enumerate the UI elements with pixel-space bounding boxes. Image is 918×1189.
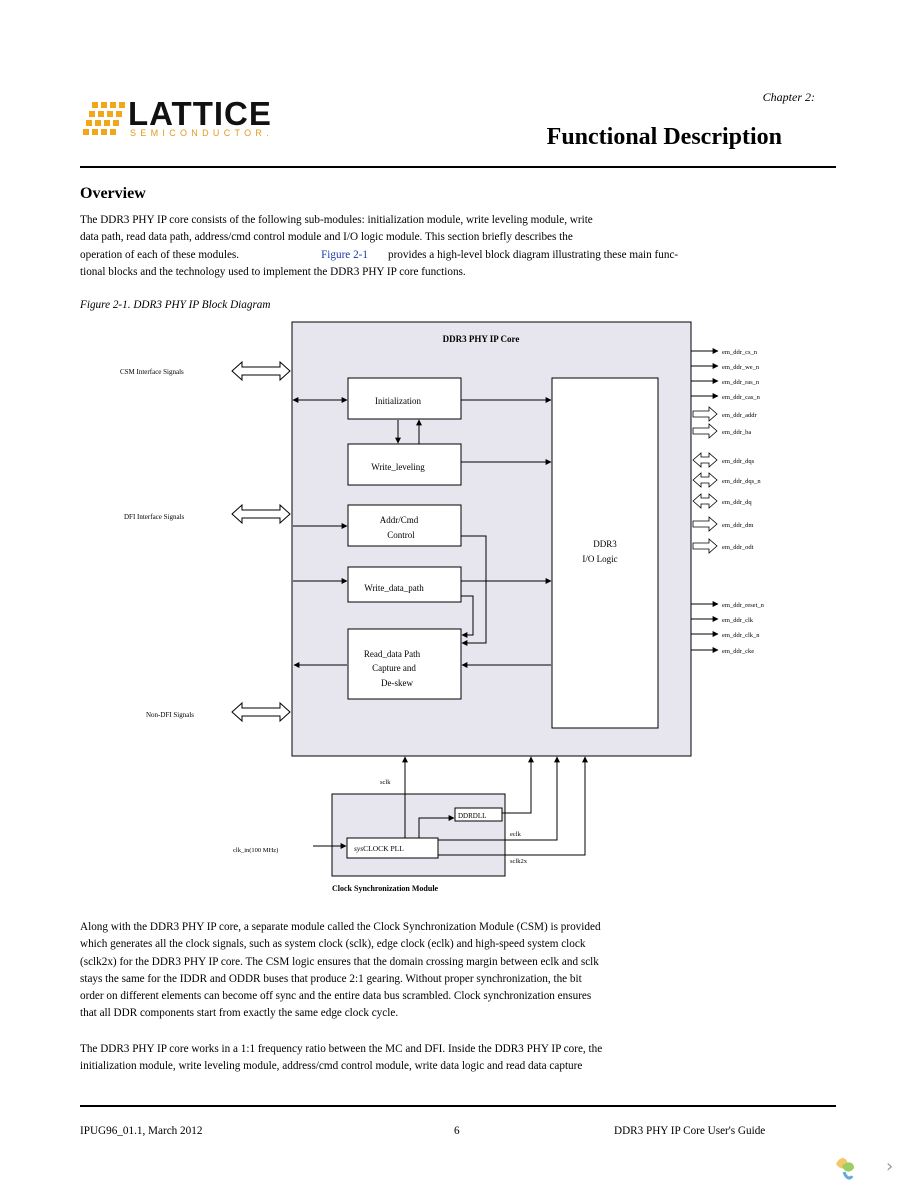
paragraph-line: order on different elements can become o… <box>80 990 592 1003</box>
csm-interface-label: CSM Interface Signals <box>120 368 184 376</box>
pll-block <box>346 837 439 859</box>
page-title: Functional Description <box>546 124 782 150</box>
csm-paragraph: Along with the DDR3 PHY IP core, a separ… <box>80 919 720 1023</box>
output-signal: em_ddr_odt <box>722 544 754 551</box>
output-signal: em_ddr_clk_n <box>722 632 760 639</box>
ddrdll-label: DDRDLL <box>458 812 486 820</box>
interface-arrows <box>231 360 291 723</box>
paragraph-line: that all DDR components start from exact… <box>80 1007 399 1020</box>
section-heading: Overview <box>80 185 146 202</box>
write-leveling-label: Write_leveling <box>371 462 425 472</box>
output-signal: em_ddr_dm <box>722 522 753 529</box>
figure-caption: Figure 2-1. DDR3 PHY IP Block Diagram <box>80 299 271 311</box>
read-data-path-label: Read_data Path <box>364 649 421 659</box>
write-data-path-block <box>347 566 462 603</box>
lattice-logo-mark <box>82 102 126 136</box>
dfi-interface-label: DFI Interface Signals <box>124 513 185 521</box>
ratio-paragraph: The DDR3 PHY IP core works in a 1:1 freq… <box>80 1041 720 1076</box>
header-rule <box>80 166 836 168</box>
page-number: 6 <box>454 1125 460 1137</box>
output-signal: em_ddr_dq <box>722 499 752 506</box>
sclk-label: sclk <box>380 779 391 786</box>
output-signal: em_ddr_cas_n <box>722 394 761 401</box>
paragraph-line: Along with the DDR3 PHY IP core, a separ… <box>80 921 601 933</box>
output-signal: em_ddr_ba <box>722 429 751 436</box>
footer-doc-title: DDR3 PHY IP Core User's Guide <box>614 1125 766 1137</box>
addr-cmd-label: Addr/Cmd <box>380 515 419 525</box>
footer-doc-id: IPUG96_01.1, March 2012 <box>80 1125 203 1137</box>
paragraph-line: The DDR3 PHY IP core works in a 1:1 freq… <box>80 1043 603 1055</box>
intro-text: operation of each of these modules. <box>80 248 240 261</box>
output-signal: em_ddr_we_n <box>722 364 760 371</box>
paragraph-line: which generates all the clock signals, s… <box>80 938 586 951</box>
intro-paragraph: The DDR3 PHY IP core consists of the fol… <box>80 212 720 281</box>
figure-link[interactable]: Figure 2-1 <box>321 248 368 261</box>
output-signal: em_ddr_dqs <box>722 458 755 465</box>
write-data-path-label: Write_data_path <box>364 583 424 593</box>
intro-line: tional blocks and the technology used to… <box>80 265 466 278</box>
paragraph-line: stays the same for the IDDR and ODDR bus… <box>80 972 582 985</box>
addr-cmd-label: Control <box>387 530 415 540</box>
paragraph-line: (sclk2x) for the DDR3 PHY IP core. The C… <box>80 955 599 968</box>
intro-text: provides a high-level block diagram illu… <box>387 248 679 261</box>
sclk2x-label: sclk2x <box>510 858 528 865</box>
logo-subtitle: SEMICONDUCTOR. <box>130 128 274 138</box>
output-signal-labels: em_ddr_cs_n em_ddr_we_n em_ddr_ras_n em_… <box>722 349 765 655</box>
intro-line-3: operation of each of these modules. Figur… <box>80 247 720 264</box>
initialization-label: Initialization <box>375 396 421 406</box>
read-data-path-label: De-skew <box>381 678 413 688</box>
viewer-logo-icon <box>836 1158 854 1180</box>
output-signal: em_ddr_cke <box>722 648 754 655</box>
write-leveling-block <box>347 443 462 486</box>
output-signal: em_ddr_dqs_n <box>722 478 761 485</box>
output-signal: em_ddr_ras_n <box>722 379 760 386</box>
non-dfi-label: Non-DFI Signals <box>146 711 194 719</box>
viewer-nav: › <box>828 1150 908 1184</box>
intro-line: The DDR3 PHY IP core consists of the fol… <box>80 214 593 226</box>
paragraph-line: initialization module, write leveling mo… <box>80 1060 583 1073</box>
output-signal: em_ddr_clk <box>722 617 754 624</box>
csm-label: Clock Synchronization Module <box>332 884 439 893</box>
core-title: DDR3 PHY IP Core <box>443 334 520 344</box>
io-logic-block <box>551 377 659 729</box>
addr-cmd-block <box>347 504 462 547</box>
output-signal: em_ddr_reset_n <box>722 602 765 609</box>
read-data-path-label: Capture and <box>372 663 416 673</box>
pll-label: sysCLOCK PLL <box>354 844 404 853</box>
ddrdll-block <box>454 807 503 822</box>
io-logic-label: I/O Logic <box>582 554 617 564</box>
io-logic-label: DDR3 <box>593 539 617 549</box>
logo-wordmark: LATTICE <box>128 95 272 132</box>
output-signal: em_ddr_cs_n <box>722 349 758 356</box>
initialization-block <box>347 377 462 420</box>
footer-rule <box>80 1105 836 1107</box>
intro-line: data path, read data path, address/cmd c… <box>80 231 573 244</box>
eclk-label: eclk <box>510 831 522 838</box>
next-page-icon[interactable]: › <box>886 1156 894 1177</box>
output-signal: em_ddr_addr <box>722 412 757 419</box>
read-data-path-block <box>347 628 462 700</box>
chapter-label: Chapter 2: <box>762 90 815 104</box>
output-hollow-arrows <box>692 406 718 554</box>
clk-in-label: clk_in(100 MHz) <box>233 847 278 854</box>
